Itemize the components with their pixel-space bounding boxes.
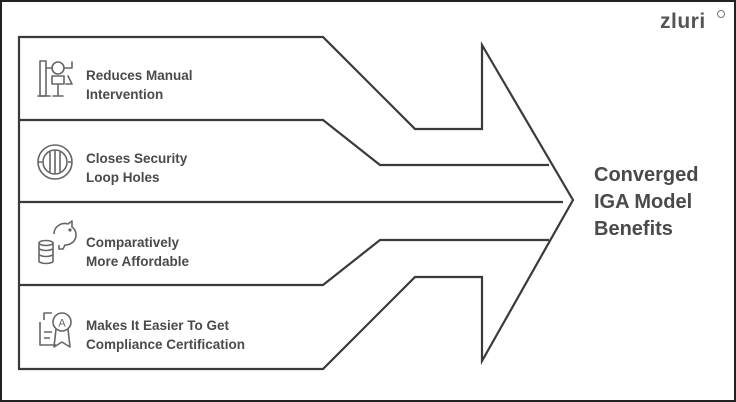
band-divider-3	[19, 238, 549, 287]
benefit-4-line-2: Compliance Certification	[86, 337, 246, 352]
band-divider-1	[19, 118, 549, 167]
benefit-1-line-2: Intervention	[86, 87, 164, 102]
piggy-bank-coins-icon	[38, 220, 77, 265]
benefit-label-1: Reduces Manual Intervention	[86, 66, 193, 104]
benefit-1-line-1: Reduces Manual	[86, 68, 193, 83]
benefit-label-2: Closes Security Loop Holes	[86, 149, 187, 187]
title-line-2: IGA Model	[594, 191, 693, 213]
benefit-2-line-2: Loop Holes	[86, 170, 160, 185]
benefit-3-line-2: More Affordable	[86, 254, 190, 269]
logo-dot-icon	[717, 10, 725, 18]
certificate-badge-icon: A	[39, 312, 72, 348]
benefit-4-line-1: Makes It Easier To Get	[86, 318, 230, 333]
benefit-2-line-1: Closes Security	[86, 151, 188, 166]
zluri-logo: zluri	[660, 10, 706, 33]
robot-arm-icon	[37, 60, 73, 97]
benefit-3-line-1: Comparatively	[86, 235, 180, 250]
benefit-label-4: Makes It Easier To Get Compliance Certif…	[86, 316, 245, 354]
title-line-3: Benefits	[594, 218, 673, 240]
diagram-title: Converged IGA Model Benefits	[594, 162, 698, 243]
benefit-label-3: Comparatively More Affordable	[86, 233, 189, 271]
title-line-1: Converged	[594, 164, 699, 186]
svg-text:A: A	[58, 318, 66, 330]
vault-door-icon	[37, 144, 73, 180]
